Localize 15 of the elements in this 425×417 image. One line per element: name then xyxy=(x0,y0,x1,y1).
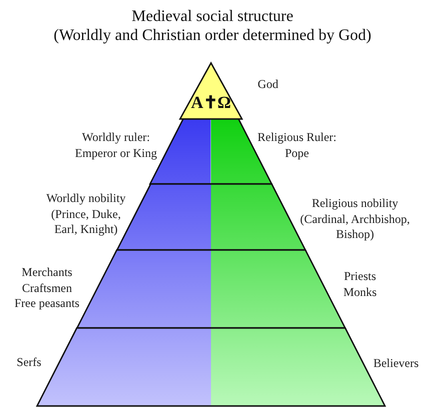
tier-label: Free peasants xyxy=(14,296,80,312)
tier-label: Worldly ruler: Emperor or King xyxy=(74,130,158,161)
beside-label: God xyxy=(256,77,280,92)
apex-label: A✝Ω xyxy=(190,94,232,112)
tier-label: Craftsmen xyxy=(21,280,73,296)
tier-label: Religious Ruler: Pope xyxy=(256,130,338,161)
tier-label: Merchants xyxy=(20,265,74,280)
tier-label: Believers xyxy=(372,356,420,372)
tier-label: Priests xyxy=(342,269,377,284)
tier-label: Monks xyxy=(342,284,378,300)
title: Medieval social structure xyxy=(130,7,294,26)
tier-label: Serfs xyxy=(16,355,42,370)
tier-label: Religious nobility (Cardinal, Archbishop, Bishop) xyxy=(299,196,411,242)
subtitle: (Worldly and Christian order determined by God) xyxy=(52,26,372,45)
tier-label: Worldly nobility (Prince, Duke, Earl, Knight) xyxy=(45,191,127,238)
